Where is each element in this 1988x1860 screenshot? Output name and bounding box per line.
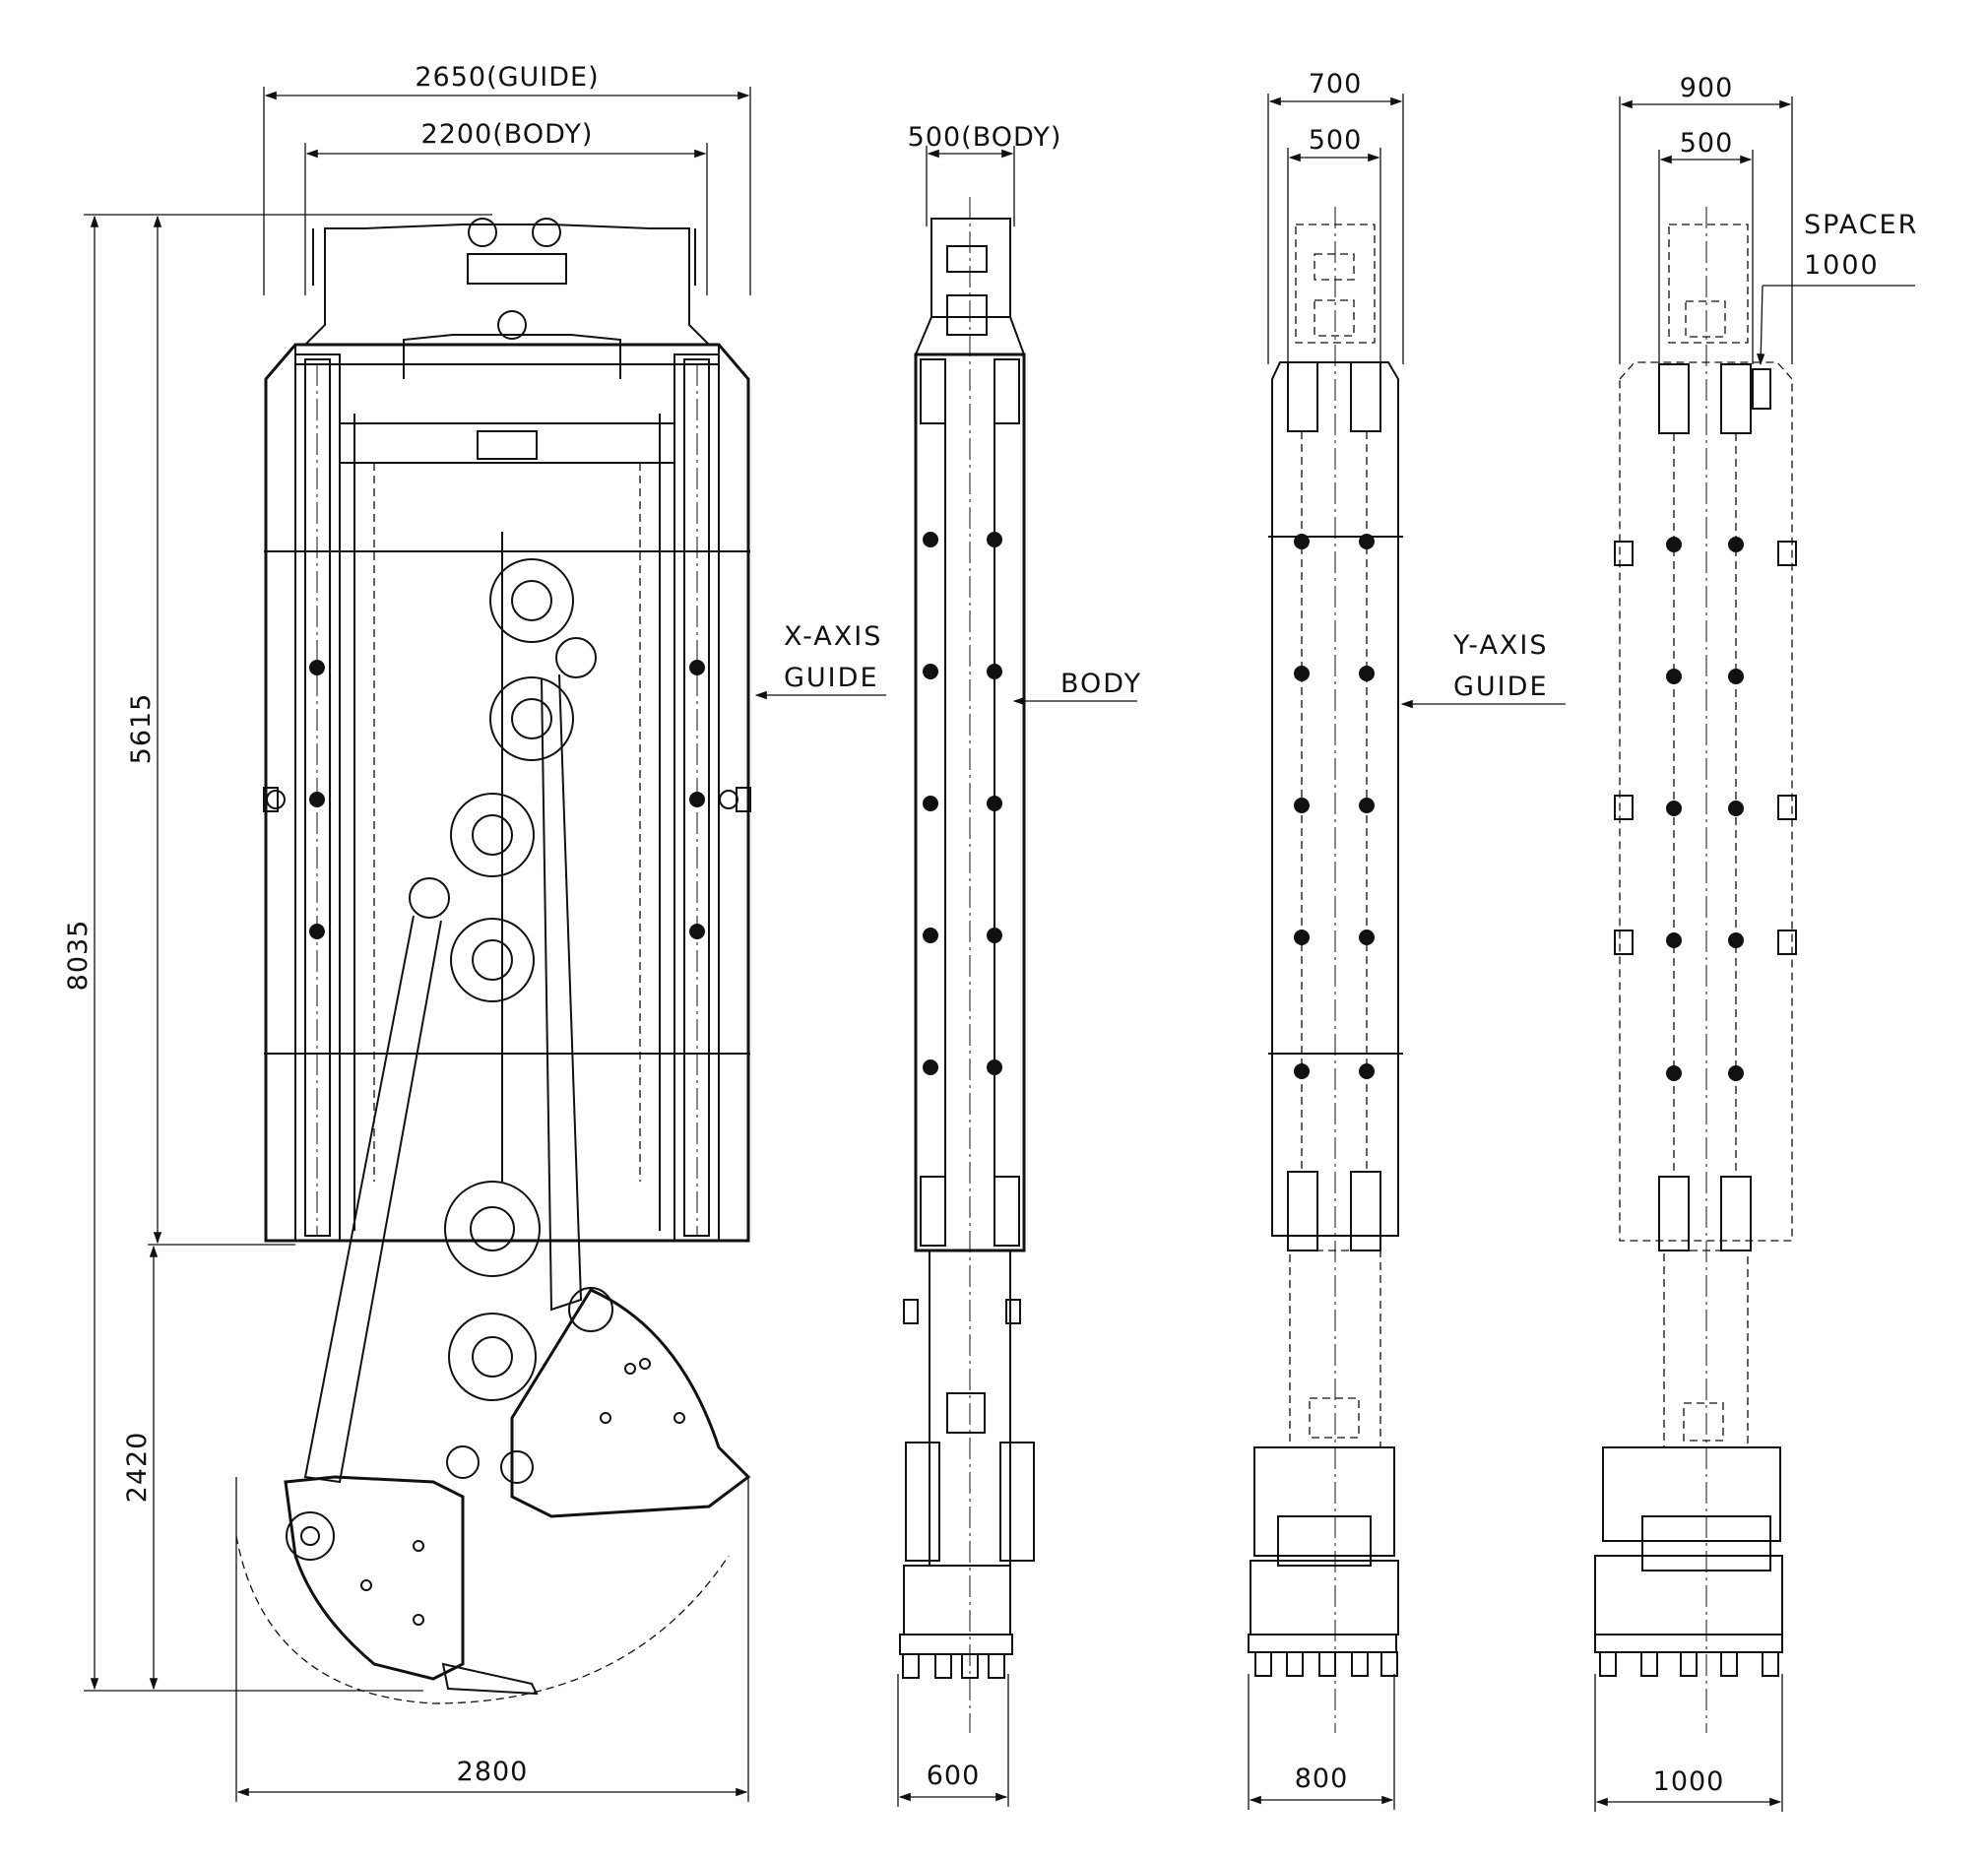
callout-y-axis-guide: Y-AXIS GUIDE: [1400, 630, 1566, 709]
callout-x-axis-line1: X-AXIS: [784, 621, 882, 652]
callout-x-axis-line2: GUIDE: [784, 663, 879, 693]
dim-total-height: 8035: [63, 214, 492, 1692]
dim-bucket-width: 2800: [235, 1477, 749, 1802]
dim-label-body-side-bottom: 600: [927, 1761, 981, 1791]
spacer-view: 900 500 1000: [1594, 73, 1918, 1812]
hydraulic-arms: [286, 637, 613, 1561]
dim-label-guide-width: 2650(GUIDE): [415, 62, 599, 93]
callout-x-axis-guide: X-AXIS GUIDE: [754, 621, 886, 700]
dim-body-width: 2200(BODY): [304, 119, 708, 295]
dim-spacer-outer: 900: [1619, 73, 1793, 364]
dim-body-side-width: 500(BODY): [908, 122, 1062, 226]
dim-bucket-height: 2420: [122, 1245, 159, 1691]
dim-label-body-width: 2200(BODY): [421, 119, 594, 150]
dim-label-y-guide-inner: 500: [1309, 125, 1363, 156]
callout-y-axis-line1: Y-AXIS: [1452, 630, 1549, 661]
dim-label-guide-height: 5615: [126, 693, 157, 765]
dim-y-guide-inner: 500: [1287, 125, 1381, 364]
front-head: [294, 218, 720, 379]
dim-guide-height: 5615: [126, 215, 295, 1246]
callout-spacer-line1: SPACER: [1804, 210, 1918, 240]
front-view: 2650(GUIDE) 2200(BODY) 8035 5615 2420: [63, 62, 886, 1802]
dim-spacer-inner: 500: [1658, 128, 1754, 364]
callout-y-axis-line2: GUIDE: [1453, 672, 1549, 702]
dim-y-guide-outer: 700: [1267, 69, 1404, 364]
dim-label-y-guide-bottom: 800: [1295, 1764, 1349, 1794]
dim-body-side-bottom: 600: [897, 1674, 1009, 1807]
dim-label-spacer-bottom: 1000: [1653, 1766, 1725, 1797]
dim-y-guide-bottom: 800: [1248, 1674, 1395, 1810]
cutter-wheels: [444, 532, 574, 1401]
dim-label-body-side-width: 500(BODY): [908, 122, 1062, 153]
dim-label-y-guide-outer: 700: [1309, 69, 1363, 99]
callout-spacer: SPACER 1000: [1757, 210, 1918, 366]
y-axis-guide-view: 700 500 800: [1248, 69, 1566, 1810]
dim-label-spacer-outer: 900: [1680, 73, 1734, 103]
dim-label-bucket-height: 2420: [122, 1432, 153, 1504]
dim-label-spacer-inner: 500: [1680, 128, 1734, 159]
callout-spacer-line2: 1000: [1804, 250, 1880, 281]
dim-spacer-bottom: 1000: [1594, 1674, 1783, 1812]
dim-guide-width: 2650(GUIDE): [263, 62, 751, 295]
body-side-view: 500(BODY) 600: [897, 122, 1142, 1807]
callout-body-label: BODY: [1060, 669, 1142, 699]
dim-label-bucket-width: 2800: [457, 1757, 529, 1787]
callout-body: BODY: [1012, 669, 1142, 706]
x-axis-guide-frame: [263, 343, 751, 1243]
bucket: [235, 1288, 751, 1704]
dim-label-total-height: 8035: [63, 920, 94, 992]
